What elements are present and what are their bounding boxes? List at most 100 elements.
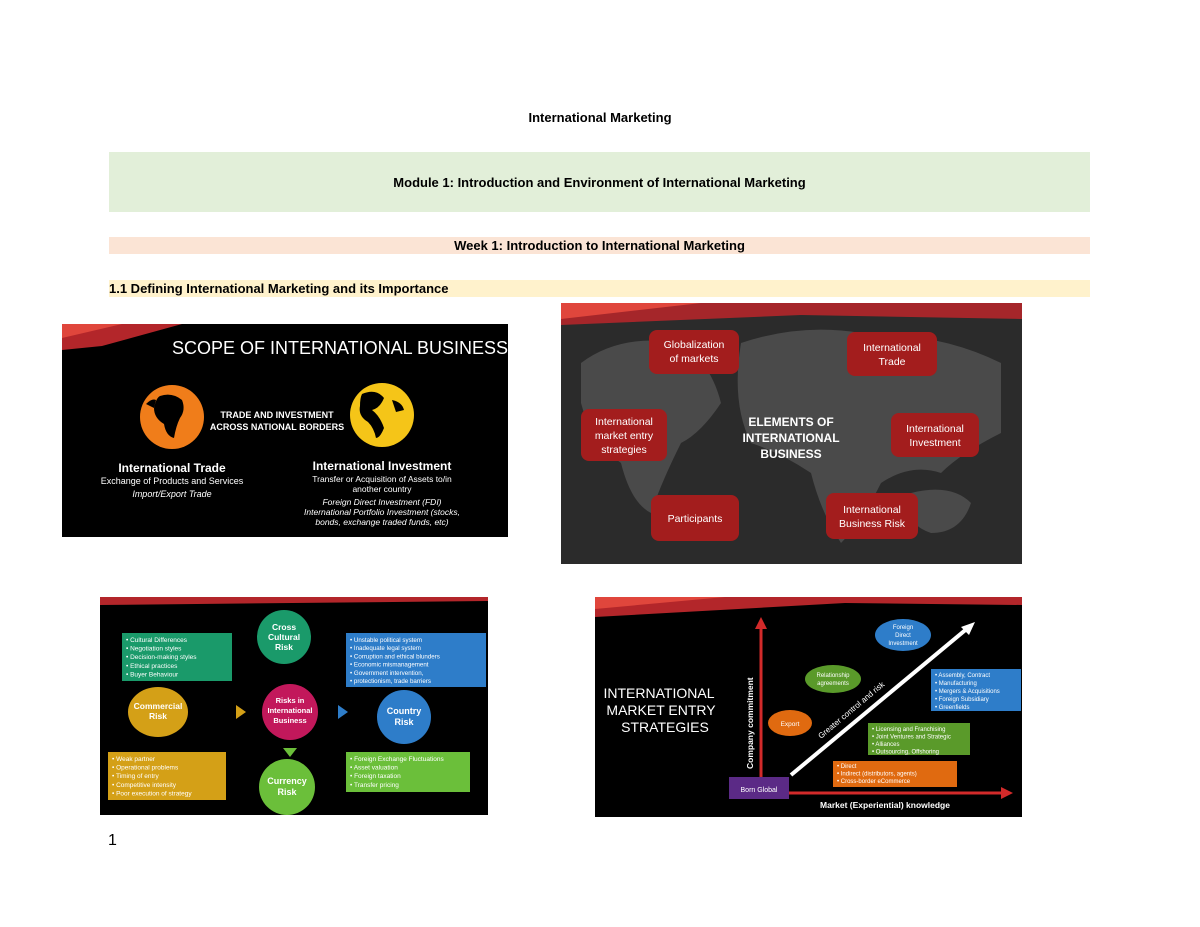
fdi-item: • Mergers & Acquisitions [935, 689, 1000, 695]
investment-line1: Transfer or Acquisition of Assets to/in [312, 474, 452, 484]
market-entry-box: International market entry strategies [581, 409, 667, 461]
cultural-item: • Negotiation styles [126, 646, 182, 653]
diagonal-arrow-icon [961, 622, 975, 635]
investment-heading: International Investment [313, 459, 452, 473]
svg-text:Participants: Participants [668, 513, 723, 525]
x-axis-label: Market (Experiential) knowledge [820, 800, 950, 810]
scope-center-line2: ACROSS NATIONAL BORDERS [210, 422, 344, 432]
svg-text:Foreign: Foreign [893, 625, 913, 631]
world-map-background [581, 329, 1001, 543]
investment-line4: International Portfolio Investment (stoc… [304, 507, 460, 517]
slide-elements-of-international-business: ELEMENTS OF INTERNATIONAL BUSINESS Globa… [561, 303, 1022, 564]
export-ellipse: Export [768, 710, 812, 736]
svg-text:Risks in: Risks in [276, 696, 305, 705]
cultural-item: • Buyer Behaviour [126, 671, 179, 678]
elements-slide-graphic: ELEMENTS OF INTERNATIONAL BUSINESS Globa… [561, 303, 1022, 564]
fdi-ellipse: Foreign Direct Investment [875, 619, 931, 651]
svg-text:Investment: Investment [888, 641, 918, 647]
svg-text:International: International [906, 423, 964, 435]
currency-item: • Foreign Exchange Fluctuations [350, 756, 444, 763]
relationship-item: • Licensing and Franchising [872, 727, 945, 733]
investment-line2: another country [352, 484, 412, 494]
entry-title-line2: MARKET ENTRY [606, 702, 716, 718]
svg-text:Risk: Risk [149, 711, 167, 721]
svg-text:International: International [843, 504, 901, 516]
trade-box: International Trade [847, 332, 937, 376]
cultural-item: • Decision-making styles [126, 654, 197, 661]
investment-line5: bonds, exchange traded funds, etc) [315, 517, 448, 527]
currency-risk-circle: Currency Risk [259, 759, 315, 815]
trade-heading: International Trade [118, 461, 226, 475]
elements-center-line2: INTERNATIONAL [742, 431, 839, 445]
slide-risks-in-international-business: Cross Cultural Risk Commercial Risk Risk… [100, 597, 488, 815]
svg-text:strategies: strategies [601, 444, 647, 456]
country-items-box [346, 633, 486, 687]
commercial-risk-circle: Commercial Risk [128, 687, 188, 737]
page-number: 1 [108, 832, 117, 849]
svg-text:Risk: Risk [277, 787, 297, 797]
svg-text:Risk: Risk [394, 717, 414, 727]
slide-market-entry-strategies: INTERNATIONAL MARKET ENTRY STRATEGIES Co… [595, 597, 1022, 817]
born-global-box: Born Global [729, 777, 789, 799]
svg-text:Commercial: Commercial [134, 701, 183, 711]
commercial-items-box [108, 752, 226, 800]
business-risk-box: International Business Risk [826, 493, 918, 539]
country-item: • Economic mismanagement [350, 662, 429, 669]
svg-text:Country: Country [387, 706, 422, 716]
fdi-item: • Greenfields [935, 705, 969, 711]
svg-text:of markets: of markets [669, 353, 718, 365]
africa-globe-icon [140, 385, 204, 449]
svg-text:Born Global: Born Global [741, 787, 778, 794]
svg-text:Globalization: Globalization [664, 339, 725, 351]
export-items-box [833, 761, 957, 787]
center-risk-circle: Risks in International Business [262, 684, 318, 740]
svg-text:agreements: agreements [817, 681, 849, 687]
commercial-item: • Competitive intensity [112, 782, 177, 789]
commercial-item: • Timing of entry [112, 773, 159, 780]
country-item: • Inadequate legal system [350, 645, 421, 652]
arrow-down-icon [283, 748, 297, 757]
svg-text:Investment: Investment [909, 437, 960, 449]
svg-text:Trade: Trade [878, 356, 905, 368]
cultural-items-box [122, 633, 232, 681]
country-item: • Government intervention, [350, 670, 424, 677]
participants-box: Participants [651, 495, 739, 541]
svg-text:Currency: Currency [267, 776, 307, 786]
commercial-item: • Poor execution of strategy [112, 790, 192, 797]
svg-text:Risk: Risk [275, 642, 293, 652]
relationship-item: • Outsourcing, Offshoring [872, 750, 939, 756]
svg-text:Business: Business [273, 716, 306, 725]
week-heading: Week 1: Introduction to International Ma… [109, 237, 1090, 254]
commercial-items-list: • Weak partner • Operational problems• Ti… [112, 756, 192, 797]
scope-slide-graphic: SCOPE OF INTERNATIONAL BUSINESS TRADE AN… [62, 324, 508, 537]
section-heading: 1.1 Defining International Marketing and… [109, 280, 1090, 297]
entry-title-line3: STRATEGIES [621, 719, 709, 735]
commercial-item: • Weak partner [112, 756, 156, 763]
entry-title-line1: INTERNATIONAL [604, 685, 715, 701]
currency-item: • Asset valuation [350, 765, 398, 772]
elements-center-line1: ELEMENTS OF [748, 415, 833, 429]
country-items-list: • Unstable political system• Inadequate … [350, 637, 440, 685]
cultural-item: • Cultural Differences [126, 637, 188, 644]
relationship-item: • Joint Ventures and Strategic [872, 735, 951, 741]
currency-items-list: • Foreign Exchange Fluctuations • Asset v… [350, 756, 444, 789]
currency-item: • Foreign taxation [350, 773, 401, 780]
cultural-risk-circle: Cross Cultural Risk [257, 610, 311, 664]
cultural-items-list: • Cultural Differences • Negotiation styl… [126, 637, 197, 678]
svg-text:market entry: market entry [595, 430, 654, 442]
svg-text:International: International [595, 416, 653, 428]
fdi-item: • Manufacturing [935, 681, 977, 687]
relationship-ellipse: Relationship agreements [805, 665, 861, 693]
fdi-items-list: • Assembly, Contract• Manufacturing• Mer… [935, 673, 1000, 711]
currency-items-box [346, 752, 470, 792]
trade-line1: Exchange of Products and Services [101, 476, 244, 486]
globalization-box: Globalization of markets [649, 330, 739, 374]
module-heading: Module 1: Introduction and Environment o… [109, 152, 1090, 212]
y-axis-arrow-icon [755, 617, 767, 629]
svg-text:Export: Export [781, 721, 800, 728]
country-risk-circle: Country Risk [377, 690, 431, 744]
svg-text:Direct: Direct [895, 633, 911, 639]
svg-text:International: International [863, 342, 921, 354]
svg-text:International: International [267, 706, 312, 715]
commercial-item: • Operational problems [112, 765, 179, 772]
